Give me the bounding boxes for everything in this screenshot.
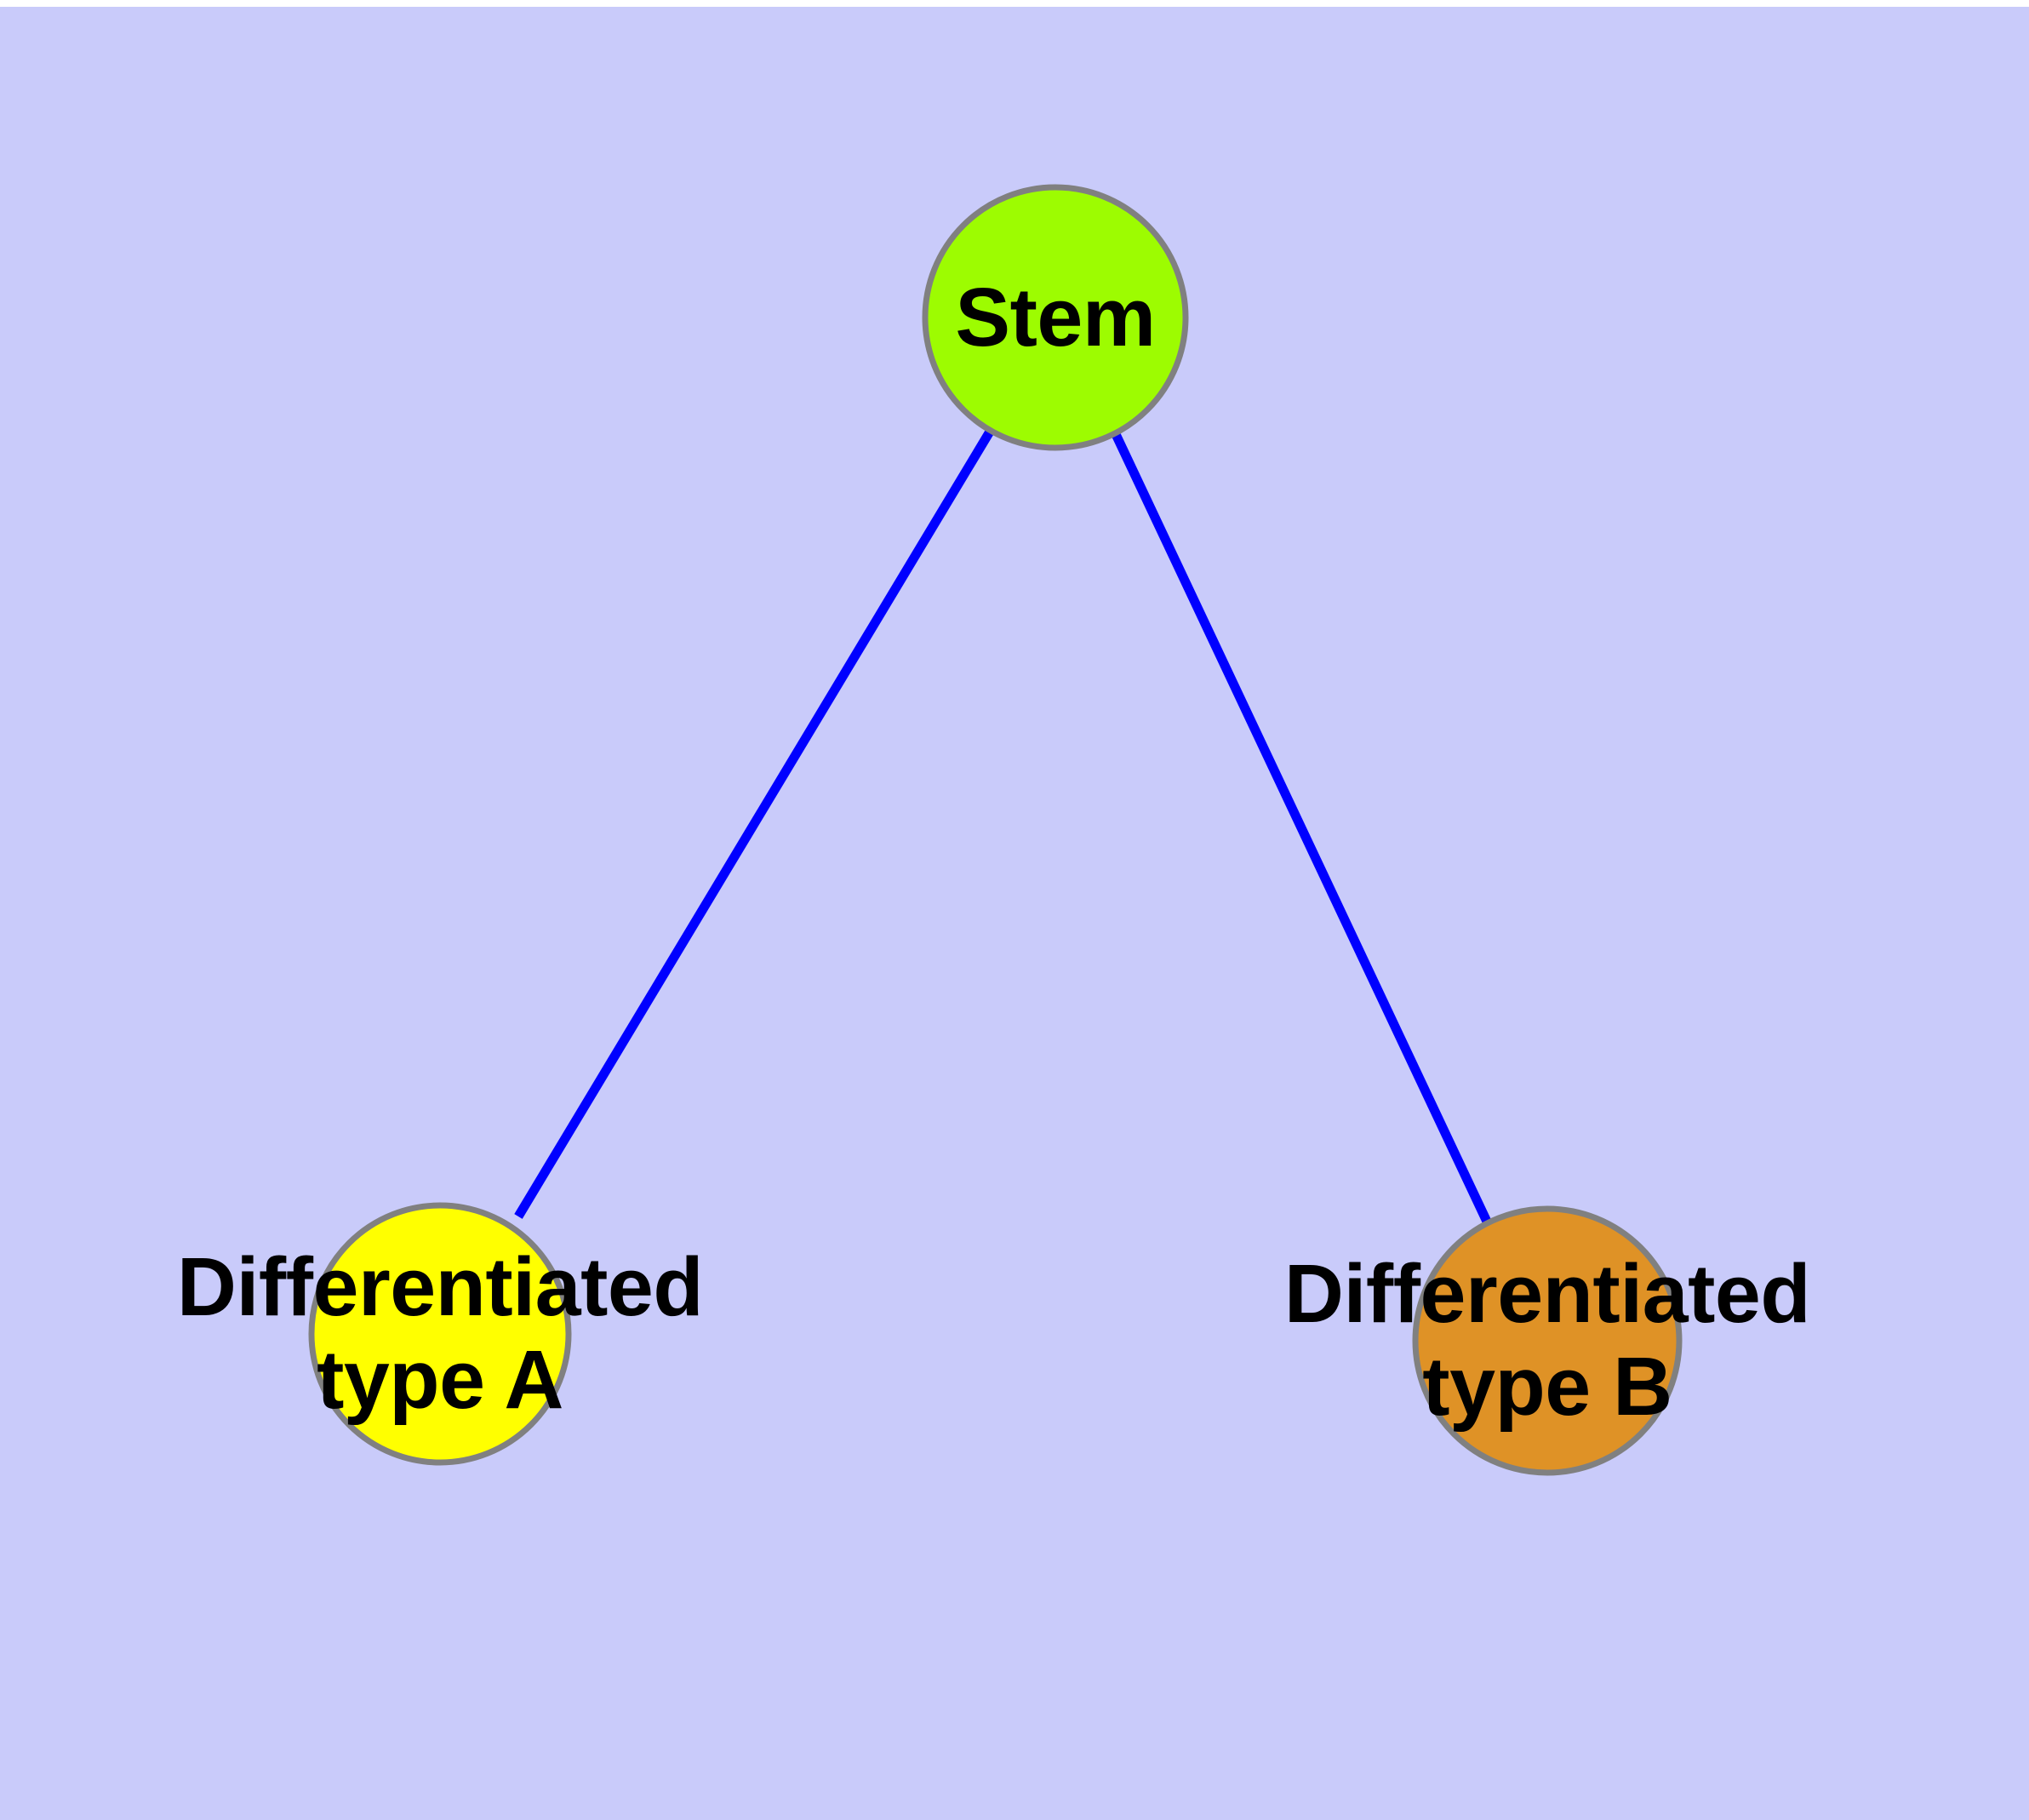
node-circle-diff-b[interactable] [1412, 1205, 1683, 1476]
edge-layer [514, 429, 1492, 1226]
node-layer [308, 184, 1683, 1476]
edge-stem-to-diff-a [514, 429, 994, 1219]
node-circle-diff-a[interactable] [308, 1202, 572, 1466]
node-circle-stem[interactable] [922, 184, 1189, 451]
edge-stem-to-diff-b [1111, 430, 1492, 1226]
